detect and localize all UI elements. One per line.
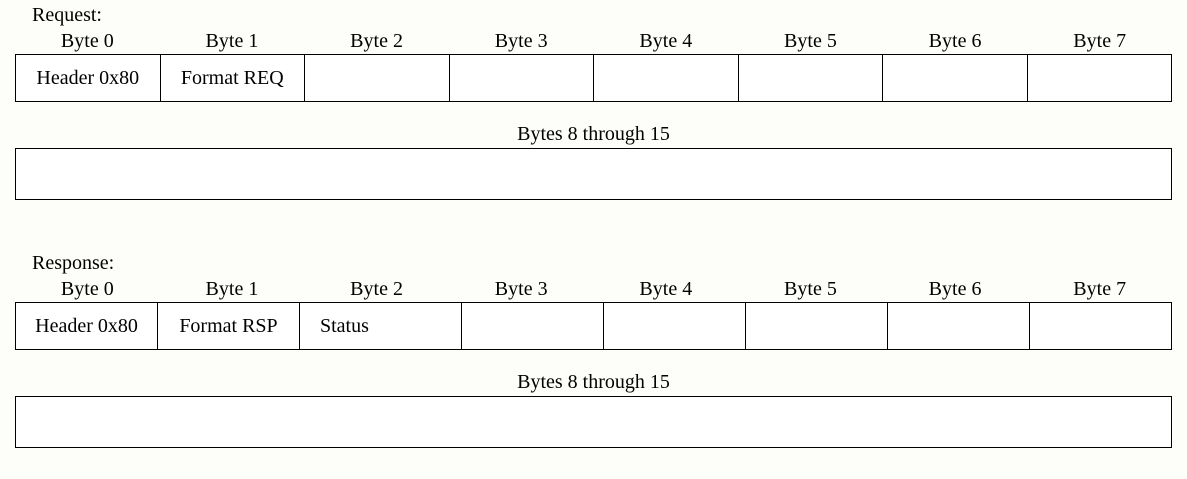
response-section: Response: Byte 0 Byte 1 Byte 2 Byte 3 By… xyxy=(15,250,1172,448)
request-byte-row: Header 0x80 Format REQ xyxy=(15,54,1172,102)
response-byte-cell-2: Status xyxy=(300,303,462,349)
byte-header-7: Byte 7 xyxy=(1073,278,1127,300)
response-tail-label: Bytes 8 through 15 xyxy=(517,371,670,393)
response-byte-header-row: Byte 0 Byte 1 Byte 2 Byte 3 Byte 4 Byte … xyxy=(15,277,1172,302)
request-byte-cell-5 xyxy=(739,55,883,101)
byte-header-5: Byte 5 xyxy=(784,30,837,52)
request-byte-cell-6 xyxy=(883,55,1028,101)
response-byte-cell-1: Format RSP xyxy=(158,303,300,349)
request-byte-cell-7 xyxy=(1028,55,1172,101)
byte-header-6: Byte 6 xyxy=(928,30,982,52)
byte-header-0: Byte 0 xyxy=(60,30,114,52)
byte-header-2: Byte 2 xyxy=(350,278,403,300)
byte-header-2: Byte 2 xyxy=(350,30,403,52)
request-byte-cell-1: Format REQ xyxy=(161,55,305,101)
response-byte-row: Header 0x80 Format RSP Status xyxy=(15,302,1172,350)
byte-header-5: Byte 5 xyxy=(784,278,837,300)
response-byte-cell-6 xyxy=(888,303,1030,349)
response-byte-cell-3 xyxy=(462,303,604,349)
request-tail-label: Bytes 8 through 15 xyxy=(517,123,670,145)
byte-header-7: Byte 7 xyxy=(1073,30,1127,52)
byte-header-0: Byte 0 xyxy=(60,278,114,300)
byte-header-1: Byte 1 xyxy=(205,278,259,300)
byte-header-3: Byte 3 xyxy=(494,30,548,52)
request-tail-box xyxy=(15,148,1172,200)
byte-header-4: Byte 4 xyxy=(639,278,693,300)
response-byte-cell-4 xyxy=(604,303,746,349)
response-section-label: Response: xyxy=(32,252,115,274)
response-byte-cell-7 xyxy=(1030,303,1171,349)
response-byte-cell-0: Header 0x80 xyxy=(16,303,158,349)
request-byte-cell-0: Header 0x80 xyxy=(16,55,161,101)
response-tail-box xyxy=(15,396,1172,448)
request-section: Request: Byte 0 Byte 1 Byte 2 Byte 3 Byt… xyxy=(15,2,1172,200)
byte-header-4: Byte 4 xyxy=(639,30,693,52)
byte-header-3: Byte 3 xyxy=(494,278,548,300)
request-byte-cell-4 xyxy=(594,55,739,101)
request-byte-cell-3 xyxy=(450,55,594,101)
request-section-label: Request: xyxy=(32,4,102,26)
byte-header-6: Byte 6 xyxy=(928,278,982,300)
response-byte-cell-5 xyxy=(746,303,888,349)
request-byte-cell-2 xyxy=(305,55,450,101)
byte-header-1: Byte 1 xyxy=(205,30,259,52)
request-byte-header-row: Byte 0 Byte 1 Byte 2 Byte 3 Byte 4 Byte … xyxy=(15,29,1172,54)
